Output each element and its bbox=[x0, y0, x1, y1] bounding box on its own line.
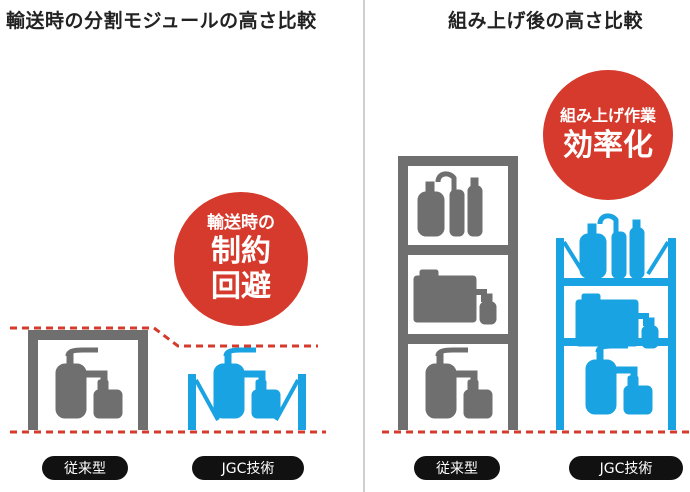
left-panel-title: 輸送時の分割モジュールの高さ比較 bbox=[6, 10, 317, 32]
jgc-stack bbox=[556, 216, 676, 430]
transport-constraint-badge: 輸送時の 制約 回避 bbox=[174, 192, 308, 326]
badge-left-line2: 制約 bbox=[211, 234, 271, 270]
assembly-efficiency-badge: 組み上げ作業 効率化 bbox=[543, 70, 673, 200]
badge-left-line3: 回避 bbox=[211, 268, 271, 304]
jgc-label-left: JGC技術 bbox=[192, 456, 304, 480]
panel-divider bbox=[363, 0, 365, 492]
right-panel-title: 組み上げ後の高さ比較 bbox=[448, 10, 644, 32]
conventional-label-left: 従来型 bbox=[42, 456, 128, 480]
conventional-module bbox=[28, 330, 148, 430]
badge-right-line2: 効率化 bbox=[563, 127, 653, 163]
conventional-stack bbox=[398, 156, 518, 430]
badge-right-line1: 組み上げ作業 bbox=[559, 105, 656, 125]
jgc-label-right: JGC技術 bbox=[569, 456, 683, 480]
jgc-transport-module bbox=[188, 350, 306, 430]
conventional-height-line bbox=[10, 326, 318, 348]
badge-left-line1: 輸送時の bbox=[207, 212, 275, 233]
conventional-label-right: 従来型 bbox=[414, 456, 500, 480]
